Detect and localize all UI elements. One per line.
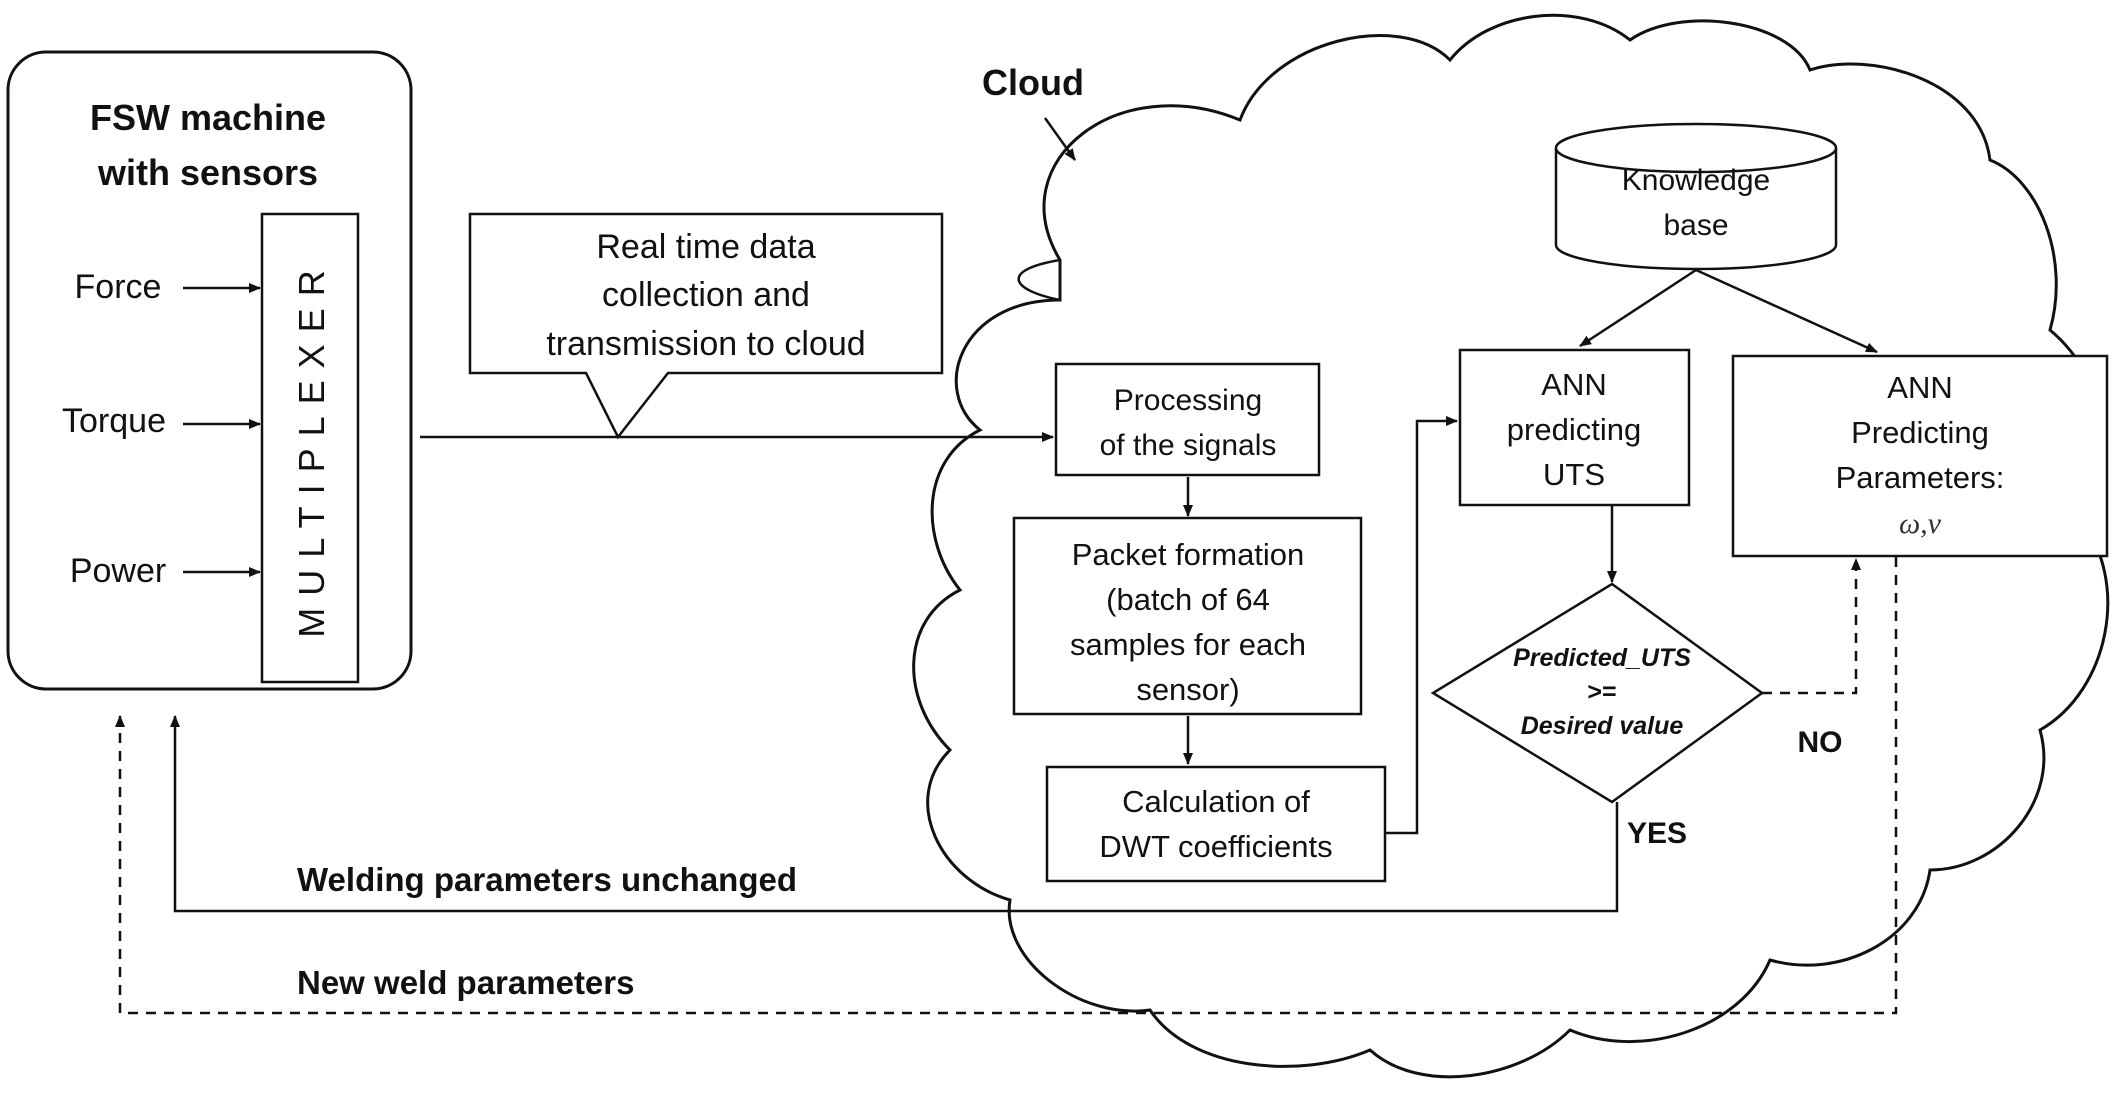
decision-line2: >= [1587, 678, 1616, 706]
decision-line3: Desired value [1521, 712, 1684, 740]
ann-uts-box: ANN predicting UTS [1458, 348, 1691, 507]
dwt-box: Calculation of DWT coefficients [1045, 765, 1387, 883]
packet-box: Packet formation (batch of 64 samples fo… [1012, 516, 1363, 716]
multiplexer-box [260, 212, 360, 684]
input-torque: Torque [62, 402, 166, 440]
yes-label: YES [1627, 817, 1687, 850]
unchanged-label: Welding parameters unchanged [297, 861, 797, 898]
packet-line2: (batch of 64 [1106, 582, 1270, 617]
processing-line1: Processing [1114, 384, 1262, 417]
new-params-label: New weld parameters [297, 964, 634, 1001]
packet-line4: sensor) [1136, 672, 1239, 707]
knowledge-base-cylinder: Knowledge base [1554, 122, 1838, 271]
callout-line3: transmission to cloud [546, 325, 865, 363]
knowledge-base-line1: Knowledge [1622, 164, 1770, 197]
no-label: NO [1798, 726, 1843, 759]
ann-params-box: ANN Predicting Parameters: ω,ν [1731, 354, 2109, 558]
yes-branch-arrow [170, 715, 1619, 913]
dwt-line1: Calculation of [1122, 784, 1310, 819]
machine-title-line2: with sensors [97, 152, 318, 193]
ann-params-line3: Parameters: [1836, 460, 2005, 495]
packet-line3: samples for each [1070, 627, 1306, 662]
dwt-to-ann-arrow [1386, 416, 1458, 835]
callout-line1: Real time data [596, 228, 815, 266]
kb-to-ann-uts-arrow [1579, 268, 1697, 348]
transmission-callout: Real time data collection and transmissi… [468, 212, 944, 440]
kb-to-ann-params-arrow [1695, 268, 1878, 354]
decision-diamond: Predicted_UTS >= Desired value [1430, 582, 1765, 804]
cloud-label: Cloud [982, 62, 1084, 103]
input-power: Power [70, 552, 166, 590]
dwt-line2: DWT coefficients [1099, 829, 1332, 864]
input-force: Force [75, 268, 162, 306]
machine-title-line1: FSW machine [90, 97, 326, 138]
ann-uts-line1: ANN [1541, 367, 1606, 402]
cloud-pointer-arrow [1043, 117, 1077, 161]
callout-line2: collection and [602, 276, 810, 314]
ann-uts-line2: predicting [1507, 412, 1641, 447]
ann-params-line1: ANN [1887, 370, 1952, 405]
multiplexer-label: MULTIPLEXER [291, 258, 332, 637]
ann-uts-line3: UTS [1543, 457, 1605, 492]
ann-params-line2: Predicting [1851, 415, 1989, 450]
knowledge-base-line2: base [1663, 209, 1728, 242]
no-branch-arrow [1762, 558, 1861, 695]
processing-line2: of the signals [1100, 429, 1277, 462]
processing-box: Processing of the signals [1054, 362, 1321, 477]
decision-line1: Predicted_UTS [1513, 644, 1691, 672]
fsw-machine-box: FSW machine with sensors MULTIPLEXER For… [6, 50, 413, 691]
new-params-arrow [115, 557, 1898, 1015]
ann-params-line4: ω,ν [1899, 507, 1942, 540]
packet-line1: Packet formation [1072, 537, 1305, 572]
